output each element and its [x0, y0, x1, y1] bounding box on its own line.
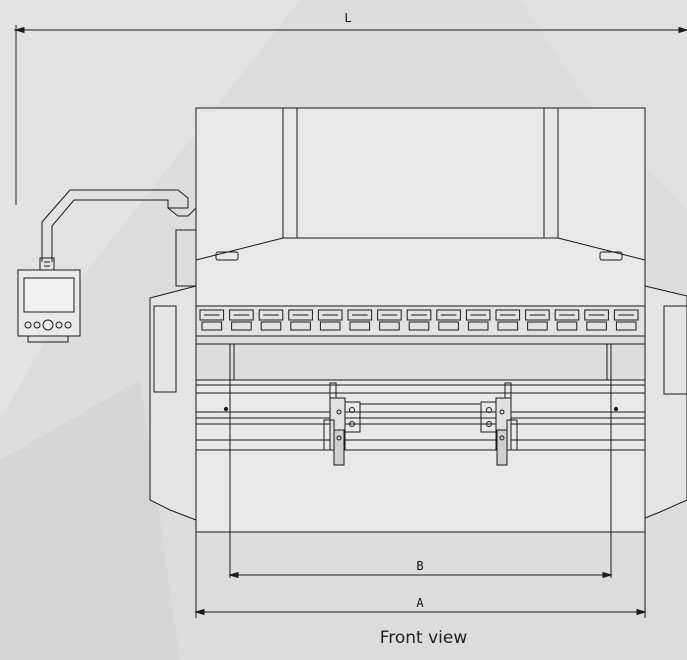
dimension-a-label: A	[416, 596, 424, 610]
upper-ram	[195, 107, 646, 307]
tool-clamp-segment	[465, 309, 491, 331]
tool-clamp-segment	[199, 309, 225, 331]
tool-clamp-segment	[406, 309, 432, 331]
right-back-gauge	[480, 382, 518, 466]
dimension-a: A	[194, 532, 647, 618]
tool-clamp-segment	[288, 309, 313, 331]
dimension-l: L	[14, 11, 687, 205]
tool-clamp-segment	[377, 309, 402, 331]
dimension-b: B	[228, 380, 613, 579]
view-caption: Front view	[379, 628, 468, 648]
control-panel-arm	[39, 189, 197, 271]
tool-clamp-segment	[495, 309, 521, 331]
tool-clamp-segment	[554, 309, 580, 331]
tool-clamp-segment	[347, 309, 373, 331]
left-back-gauge	[323, 382, 361, 466]
upper-tooling-clamps	[195, 305, 646, 345]
left-side-frame	[149, 229, 197, 521]
tool-clamp-segment	[317, 309, 343, 331]
dimension-b-label: B	[416, 559, 423, 573]
tool-clamp-segment	[525, 309, 550, 331]
tool-clamp-segment	[258, 309, 284, 331]
tool-clamp-segment	[613, 309, 639, 331]
right-side-frame	[644, 285, 687, 519]
tool-clamp-segment	[436, 309, 461, 331]
tool-clamp-segment	[229, 309, 254, 331]
tool-clamp-segment	[584, 309, 609, 331]
dimension-l-label: L	[344, 11, 351, 25]
lower-beam	[195, 379, 646, 533]
control-panel	[17, 269, 81, 343]
